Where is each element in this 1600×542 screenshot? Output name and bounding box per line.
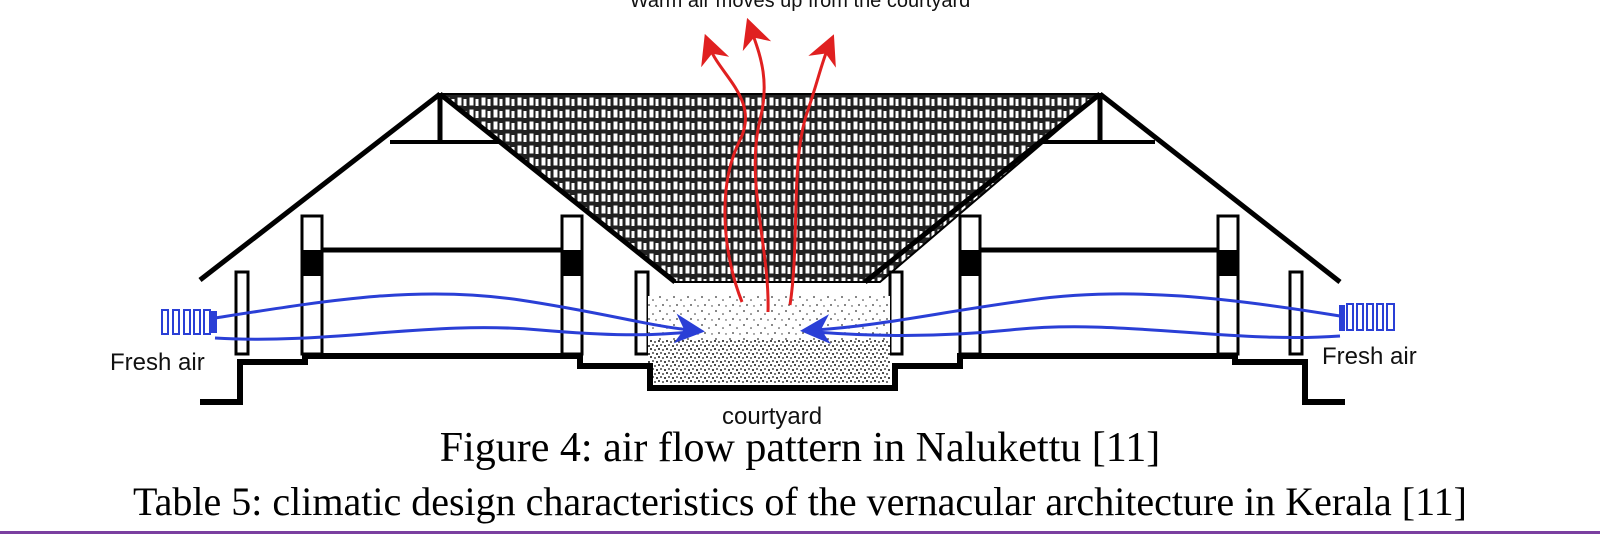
fresh-air-flow-right xyxy=(800,292,1341,345)
table-caption: Table 5: climatic design characteristics… xyxy=(133,479,1467,524)
warm-air-flow xyxy=(701,17,836,313)
bottom-rule xyxy=(0,531,1600,534)
fresh-air-flow-left xyxy=(214,292,705,344)
nalukettu-section-diagram: Fresh air Fresh air courtyard xyxy=(110,17,1417,430)
tiled-roof xyxy=(437,93,1103,283)
courtyard-floor xyxy=(648,340,890,384)
fresh-air-label-right: Fresh air xyxy=(1322,343,1417,370)
courtyard-label: courtyard xyxy=(722,403,822,430)
warm-air-label: Warm air moves up from the courtyard xyxy=(629,0,971,12)
right-roof-truss xyxy=(863,92,1342,284)
floor-plinth xyxy=(200,353,1345,405)
left-roof-truss xyxy=(198,92,677,284)
fresh-air-slats-left xyxy=(161,309,217,335)
fresh-air-slats-right xyxy=(1339,303,1395,331)
figure-caption: Figure 4: air flow pattern in Nalukettu … xyxy=(439,425,1161,471)
fresh-air-label-left: Fresh air xyxy=(110,349,205,376)
column-bands xyxy=(302,250,1238,276)
